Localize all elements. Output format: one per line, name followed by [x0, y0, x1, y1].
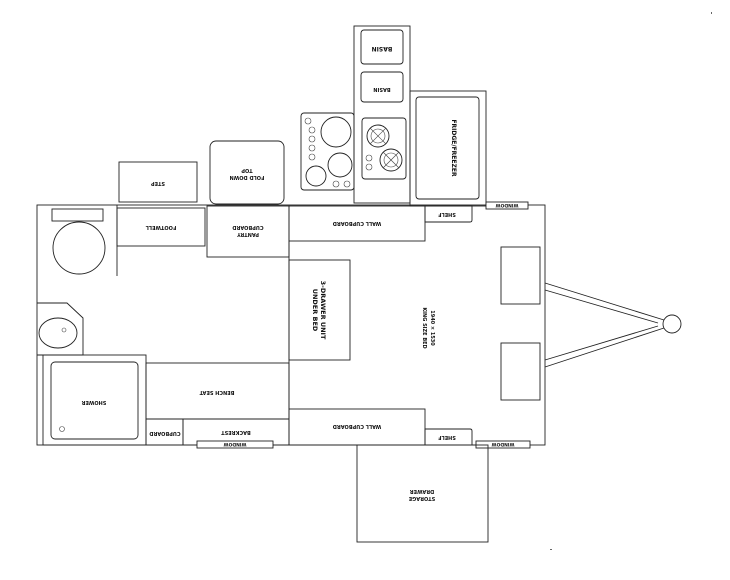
fold-down-label-1: FOLD DOWN: [230, 174, 265, 180]
backrest-label: BACKREST: [221, 429, 251, 435]
storage-label-2: DRAWER: [410, 488, 435, 494]
basin-top: [360, 29, 404, 65]
window-bottom-left-label: WINDOW: [224, 441, 247, 447]
shelf-top-label: SHELF: [438, 211, 456, 217]
knob-icon: [332, 180, 340, 188]
window-bottom-right: [475, 440, 531, 449]
bed-label-2: 1940 × 1530: [429, 310, 435, 346]
burner-icon: [327, 152, 353, 178]
knob-icon: [304, 117, 312, 125]
storage-drawer: [356, 444, 489, 543]
step-label: STEP: [151, 180, 165, 186]
step: [118, 161, 198, 203]
window-top: [485, 201, 529, 210]
shower-drain-icon: [59, 426, 65, 432]
drain-icon: [61, 327, 67, 333]
bed-label-1: KING SIZE BED: [421, 307, 427, 348]
shower-tray: [50, 361, 139, 440]
shower-label: SHOWER: [81, 399, 106, 405]
window-bottom-right-label: WINDOW: [492, 441, 515, 447]
footwell-label: FOOTWELL: [145, 224, 176, 230]
knob-icon: [365, 154, 373, 162]
shelf-bottom-label: SHELF: [438, 434, 456, 440]
cupboard-label: CUPBOARD: [149, 430, 180, 436]
shelf-bottom: [424, 428, 473, 446]
wall-cupboard-bottom-label: WALL CUPBOARD: [333, 423, 381, 429]
wall-cupboard-top-label: WALL CUPBOARD: [333, 220, 381, 226]
fridge-freezer-outer: [409, 90, 487, 207]
knob-icon: [308, 153, 316, 161]
pantry-label-2: CUPBOARD: [232, 224, 263, 230]
shelf-top: [424, 205, 473, 223]
front-box-bottom: [500, 342, 541, 401]
mark: [550, 549, 552, 550]
storage-label-1: STORAGE: [408, 495, 435, 501]
fold-down-top: [209, 140, 285, 205]
mark: [711, 12, 712, 14]
front-box-top: [500, 246, 541, 305]
fold-down-label-2: TOP: [241, 167, 253, 173]
footwell: [116, 207, 206, 247]
burner-icon: [366, 124, 390, 148]
knob-icon: [365, 163, 373, 171]
pantry-label-1: PANTRY: [237, 231, 259, 237]
fridge-freezer-label: FRIDGE/FREEZER: [450, 119, 457, 177]
bench-seat-label: BENCH SEAT: [199, 389, 235, 395]
fridge-freezer: [415, 96, 480, 200]
window-bottom-left: [196, 440, 274, 449]
burner-icon: [305, 165, 327, 187]
toilet-cistern: [51, 208, 104, 222]
wall-cupboard-top: [288, 205, 426, 242]
burner-icon: [320, 116, 352, 148]
vanity-basin: [38, 317, 78, 349]
drawer-label-1: 3-DRAWER UNIT: [319, 281, 327, 340]
toilet: [52, 221, 106, 275]
cooktop-left: [300, 112, 355, 191]
basin-small: [360, 71, 404, 103]
basin-small-label: BASIN: [373, 86, 390, 92]
tow-hitch: [544, 282, 682, 368]
hob-right: [361, 117, 407, 180]
knob-icon: [343, 180, 351, 188]
burner-icon: [379, 148, 403, 172]
knob-icon: [308, 144, 316, 152]
drawer-label-2: UNDER BED: [311, 289, 319, 332]
knob-icon: [308, 126, 316, 134]
basin-top-label: BASIN: [372, 45, 393, 52]
window-top-label: WINDOW: [496, 202, 519, 208]
knob-icon: [308, 135, 316, 143]
